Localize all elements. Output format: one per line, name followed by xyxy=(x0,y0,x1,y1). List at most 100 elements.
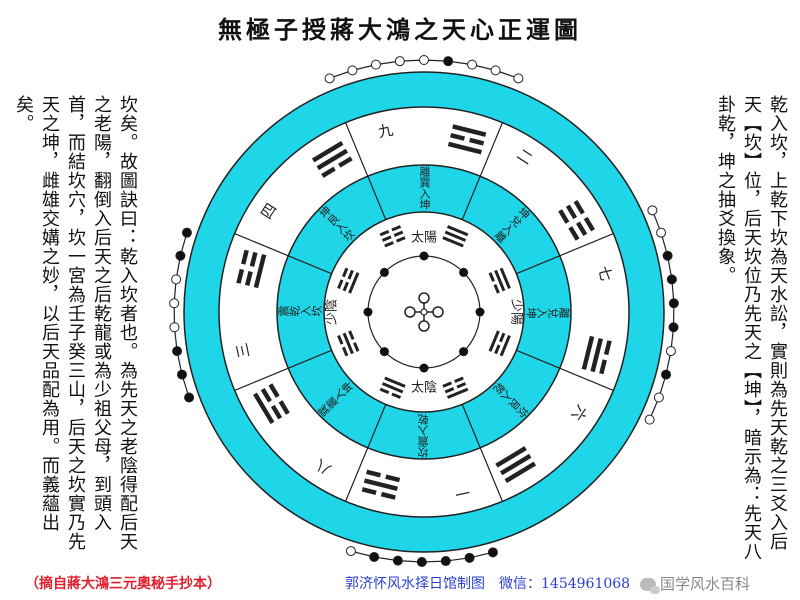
center-symbol xyxy=(404,292,444,332)
yao-solid xyxy=(446,387,469,399)
trigram xyxy=(442,225,469,248)
yao-solid xyxy=(444,230,467,242)
dot-open xyxy=(370,59,381,70)
yao-solid xyxy=(311,141,344,163)
trigram xyxy=(581,335,612,375)
yao-solid xyxy=(494,269,506,292)
yao-solid xyxy=(316,148,349,171)
right-dot-row xyxy=(644,205,679,425)
sector-label: 震乾入坎 xyxy=(278,305,323,318)
trigram xyxy=(488,330,511,357)
dot-open xyxy=(324,73,335,84)
yao-broken xyxy=(599,359,607,375)
yao-solid xyxy=(504,461,537,483)
sector-number: 一 xyxy=(453,483,471,504)
yao-broken xyxy=(338,156,353,168)
sector-divider xyxy=(344,404,387,502)
trigram xyxy=(442,376,469,399)
dot-filled xyxy=(392,555,403,566)
dot-open xyxy=(467,59,478,70)
yao-solid xyxy=(384,376,406,388)
page-title: 無極子授蔣大鴻之天心正運圖 xyxy=(218,15,582,44)
yao-broken xyxy=(384,241,394,248)
yao-solid xyxy=(363,478,398,492)
dot-filled xyxy=(172,346,183,357)
yao-solid xyxy=(442,236,464,248)
dot-open xyxy=(394,56,405,67)
yao-broken xyxy=(450,132,465,141)
sector-label: 離巽入坤 xyxy=(418,165,431,211)
sector-divider xyxy=(344,122,387,220)
sector-number: 七 xyxy=(595,264,616,282)
yao-solid xyxy=(590,338,604,373)
credit-note: 郭济怀风水择日馆制图 微信：1454961068 xyxy=(345,576,631,592)
yao-broken xyxy=(348,330,355,341)
yao-solid xyxy=(499,334,511,357)
dot-filled xyxy=(662,250,673,261)
dot-filled xyxy=(419,251,429,261)
trigram xyxy=(253,383,290,425)
yao-broken xyxy=(347,269,354,280)
yao-broken xyxy=(278,400,290,415)
inner-yinyang-label: 太陰 xyxy=(411,381,437,396)
left-commentary: 坎矣。故圖訣曰：乾入坎者也。為先天之老陰得配后天之老陽，翻倒入后天之后乾龍或為少… xyxy=(13,95,138,551)
yao-broken xyxy=(494,344,501,355)
yao-solid xyxy=(495,446,527,468)
dot-filled xyxy=(475,307,485,317)
yao-solid xyxy=(499,267,511,290)
yao-solid xyxy=(446,225,469,237)
trigram xyxy=(361,469,401,500)
yao-broken xyxy=(249,251,258,267)
yao-broken xyxy=(469,137,485,146)
dot-filled xyxy=(175,250,186,261)
sector-number: 三 xyxy=(233,341,254,359)
dot-open xyxy=(653,392,664,403)
yao-solid xyxy=(447,141,482,155)
yao-broken xyxy=(395,236,406,243)
dot-open xyxy=(647,205,658,216)
trigram xyxy=(379,225,406,248)
yao-broken xyxy=(385,474,401,483)
yao-broken xyxy=(499,332,506,343)
top-dot-row xyxy=(324,55,524,84)
yao-broken xyxy=(393,230,404,237)
sector-divider xyxy=(461,122,504,220)
watermark-text: 国学风水百科 xyxy=(660,575,751,593)
yao-broken xyxy=(353,342,360,352)
dot-filled xyxy=(459,267,469,277)
yao-broken xyxy=(493,283,500,294)
yao-broken xyxy=(268,383,280,398)
yao-solid xyxy=(253,392,275,425)
yao-broken xyxy=(573,199,585,215)
center-circle xyxy=(404,306,416,318)
yao-broken xyxy=(603,340,612,356)
dot-open xyxy=(347,65,358,76)
yao-solid xyxy=(348,272,360,294)
inner-trigrams xyxy=(337,225,511,399)
yao-broken xyxy=(341,267,349,278)
dot-filled xyxy=(419,363,429,373)
yao-broken xyxy=(381,235,392,242)
dot-filled xyxy=(416,556,427,567)
spokes xyxy=(234,122,614,502)
dot-string xyxy=(649,210,675,420)
dot-filled xyxy=(379,347,389,357)
yao-solid xyxy=(581,335,595,370)
dot-open xyxy=(419,55,429,65)
yao-broken xyxy=(337,279,344,290)
dot-filled xyxy=(443,56,454,67)
trigram xyxy=(447,124,487,155)
yao-solid xyxy=(499,453,532,476)
yao-broken xyxy=(488,272,495,282)
yao-broken xyxy=(379,229,390,237)
yao-broken xyxy=(576,221,588,237)
dot-filled xyxy=(181,227,192,238)
dot-filled xyxy=(668,298,679,309)
wechat-icon xyxy=(640,578,660,594)
yao-broken xyxy=(321,166,336,178)
sector-label: 離兌入坤 xyxy=(525,306,571,319)
sector-divider xyxy=(516,232,614,275)
dot-filled xyxy=(176,369,187,380)
yao-broken xyxy=(270,404,283,420)
inner-yinyang-label: 太陽 xyxy=(411,231,437,246)
